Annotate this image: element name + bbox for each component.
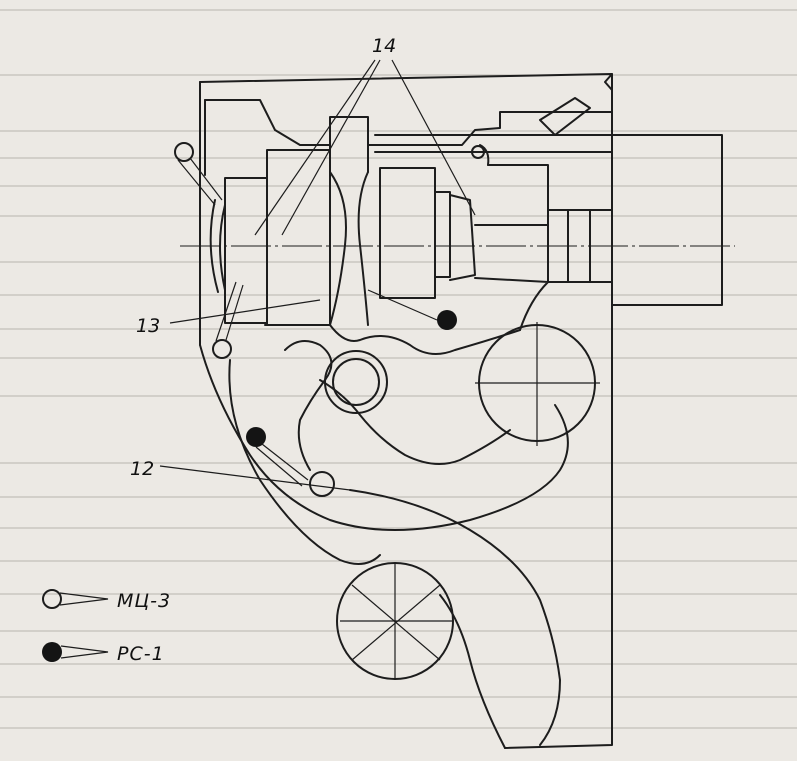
ring-small [324,350,388,414]
background-text-lines [0,9,797,729]
open-point-center [471,145,485,159]
legend-item-open: МЦ-3 [42,589,171,612]
legend-item-filled: РС-1 [42,642,165,665]
circle-right-crosshair [475,322,600,446]
open-point-lower [309,471,335,497]
open-marker-tail [59,592,109,606]
open-point-bottom-left [212,281,244,359]
center-hub [329,167,476,326]
right-block [474,164,613,331]
filled-marker-tail [60,645,109,659]
legend-label-rs1: РС-1 [117,643,165,665]
legend: МЦ-3 РС-1 [42,589,171,665]
filled-point-left [246,427,309,487]
callout-14: 14 [372,35,396,57]
filled-point-center [437,310,457,330]
lower-body [228,324,561,749]
callout-12: 12 [130,458,154,480]
filled-marker-icon [42,642,62,662]
housing-outline [199,73,723,749]
callout-13: 13 [136,315,160,337]
open-point-top-left [174,142,223,206]
open-marker-icon [42,589,62,609]
circle-lower-spokes [336,562,454,680]
leader-lines [159,59,476,491]
lubrication-points [174,142,485,497]
legend-label-mc3: МЦ-3 [117,590,171,612]
left-hub [209,149,331,326]
